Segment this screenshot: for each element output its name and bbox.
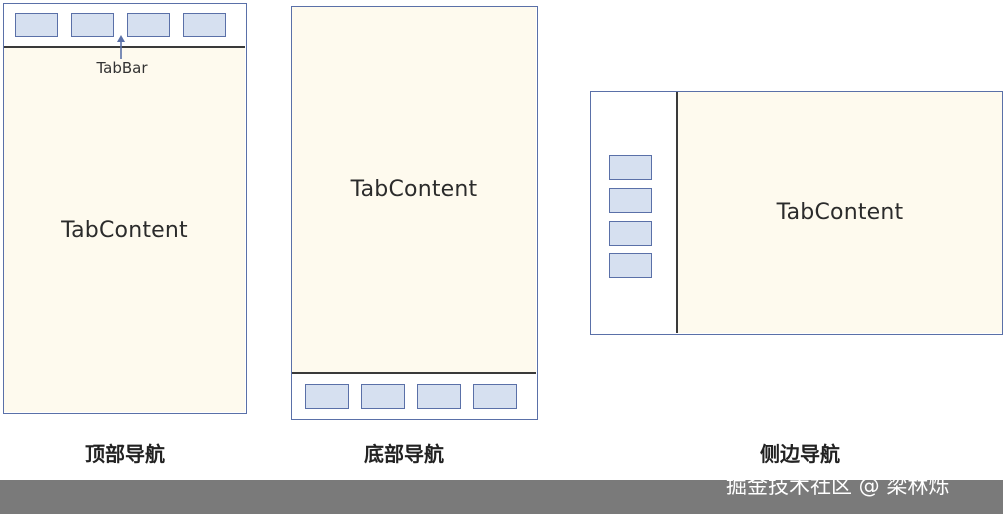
bottom-nav-tab-2 (361, 384, 405, 409)
bottom-nav-tab-4 (473, 384, 517, 409)
bottom-nav-caption: 底部导航 (364, 442, 444, 466)
top-nav-tabbar (4, 4, 245, 46)
top-nav-tab-3 (127, 13, 170, 37)
top-nav-tab-2 (71, 13, 114, 37)
tabbar-arrow-icon (117, 35, 125, 59)
bottom-nav-divider (292, 372, 536, 374)
top-nav-diagram: TabContent (3, 3, 247, 414)
tabbar-annotation: TabBar (96, 59, 148, 77)
side-nav-tab-1 (609, 155, 652, 180)
top-nav-content-label: TabContent (61, 217, 188, 243)
top-nav-tab-4 (183, 13, 226, 37)
side-nav-divider (676, 92, 678, 333)
bottom-nav-tab-3 (417, 384, 461, 409)
top-nav-tab-1 (15, 13, 58, 37)
side-nav-tabbar (591, 92, 676, 333)
side-nav-tab-4 (609, 253, 652, 278)
bottom-nav-tabcontent: TabContent (292, 7, 536, 372)
bottom-nav-tab-1 (305, 384, 349, 409)
side-nav-caption: 侧边导航 (760, 442, 840, 466)
side-nav-diagram: TabContent (590, 91, 1003, 335)
side-nav-tab-3 (609, 221, 652, 246)
side-nav-tab-2 (609, 188, 652, 213)
bottom-nav-tabbar (292, 374, 536, 418)
watermark-text: 掘金技术社区 @ 梁林烁 (726, 474, 950, 498)
side-nav-content-label: TabContent (776, 200, 904, 225)
top-nav-tabcontent: TabContent (4, 48, 245, 412)
bottom-nav-content-label: TabContent (350, 177, 478, 202)
footer-band (0, 480, 1003, 514)
side-nav-tabcontent: TabContent (678, 92, 1002, 333)
top-nav-divider (4, 46, 245, 48)
top-nav-caption: 顶部导航 (85, 442, 165, 466)
bottom-nav-diagram: TabContent (291, 6, 538, 420)
